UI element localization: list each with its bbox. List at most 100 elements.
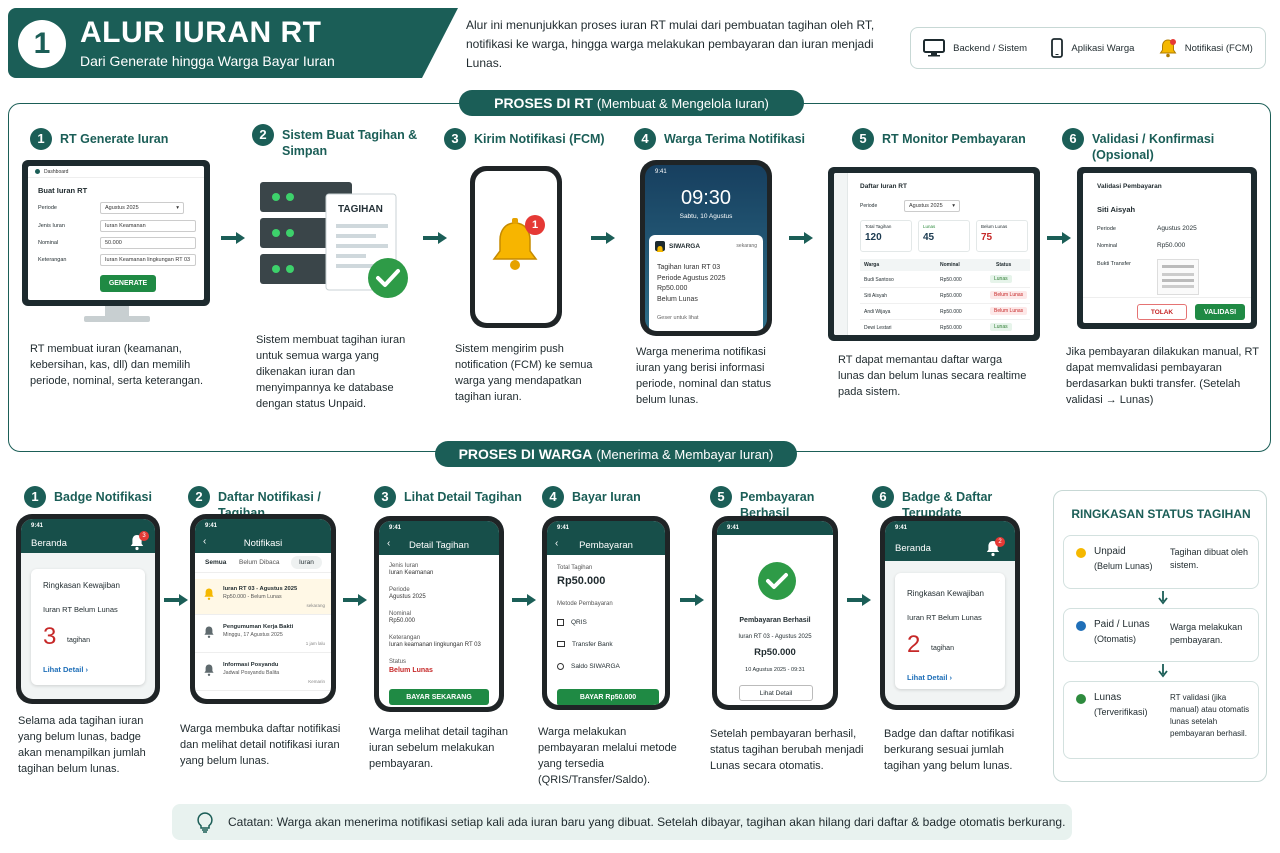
success-date: 10 Agustus 2025 - 09:31 bbox=[745, 667, 805, 673]
bell-icon bbox=[204, 588, 214, 600]
wallet-icon bbox=[557, 663, 564, 670]
notif-line: Belum Lunas bbox=[657, 295, 698, 303]
chevron-right-icon: › bbox=[85, 665, 89, 674]
status-dot bbox=[1076, 694, 1086, 704]
periode-select[interactable]: Agustus 2025▾ bbox=[100, 202, 184, 214]
status-dot bbox=[1076, 621, 1086, 631]
tab-belum-dibaca[interactable]: Belum Dibaca bbox=[239, 559, 280, 566]
bell-icon bbox=[656, 246, 664, 252]
phone-icon bbox=[1051, 38, 1064, 58]
card-title: Ringkasan Kewajiban bbox=[907, 589, 984, 598]
qr-icon bbox=[557, 619, 564, 626]
notif-line: Rp50.000 bbox=[657, 285, 688, 292]
method-saldo[interactable]: Saldo SIWARGA bbox=[557, 663, 620, 670]
sidebar bbox=[834, 173, 848, 335]
total-amount: Rp50.000 bbox=[557, 575, 606, 587]
chevron-right-icon: › bbox=[949, 673, 953, 682]
bayar-sekarang-button[interactable]: BAYAR SEKARANG bbox=[389, 689, 489, 705]
status-card-lunas: Lunas (Terverifikasi) RT validasi (jika … bbox=[1063, 681, 1259, 759]
rt-step-4-desc: Warga menerima notifikasi iuran yang ber… bbox=[636, 346, 772, 406]
arrow-right-icon bbox=[591, 232, 615, 244]
tab-semua[interactable]: Semua bbox=[205, 559, 227, 566]
nominal-input[interactable]: 50.000 bbox=[100, 237, 196, 249]
push-notification-card[interactable]: SIWARGA sekarang Tagihan Iuran RT 03 Per… bbox=[649, 235, 763, 331]
lihat-detail-button[interactable]: Lihat Detail bbox=[739, 685, 813, 701]
phone-notifikasi-list: 9:41‹Notifikasi Semua Belum Dibaca Iuran… bbox=[190, 514, 336, 704]
warga-step-2-desc: Warga membuka daftar notifikasi dan meli… bbox=[180, 723, 341, 767]
back-icon[interactable]: ‹ bbox=[203, 536, 207, 547]
app-name: Dashboard bbox=[28, 166, 204, 178]
status-badge: Belum Lunas bbox=[990, 291, 1028, 299]
notification-badge: 1 bbox=[525, 215, 545, 235]
success-sub: Iuran RT 03 - Agustus 2025 bbox=[738, 634, 812, 640]
lihat-detail-link[interactable]: Lihat Detail › bbox=[43, 665, 89, 674]
rt-step-6-desc: Jika pembayaran dilakukan manual, RT dap… bbox=[1066, 346, 1259, 406]
monitor-stand bbox=[105, 306, 129, 316]
field-value: Agustus 2025 bbox=[1157, 225, 1197, 232]
success-title: Pembayaran Berhasil bbox=[739, 617, 811, 624]
rt-step-2-desc: Sistem membuat tagihan iuran untuk semua… bbox=[256, 334, 406, 410]
keterangan-input[interactable]: Iuran Keamanan lingkungan RT 03 bbox=[100, 254, 196, 266]
method-transfer[interactable]: Transfer Bank bbox=[557, 641, 613, 648]
arrow-right-icon bbox=[1047, 232, 1071, 244]
status-card-paid: Paid / Lunas (Otomatis) Warga melakukan … bbox=[1063, 608, 1259, 662]
periode-select[interactable]: Agustus 2025▾ bbox=[904, 200, 960, 212]
note-text: Catatan: Warga akan menerima notifikasi … bbox=[228, 815, 1066, 829]
status-value: Belum Lunas bbox=[389, 667, 433, 674]
arrow-right-icon bbox=[423, 232, 447, 244]
count-unit: tagihan bbox=[67, 637, 90, 644]
summary-card[interactable]: Ringkasan Kewajiban Iuran RT Belum Lunas… bbox=[895, 573, 1005, 689]
tab-iuran[interactable]: Iuran bbox=[291, 556, 322, 569]
reject-button[interactable]: TOLAK bbox=[1137, 304, 1187, 320]
period-label: Periode bbox=[860, 203, 878, 209]
app-logo bbox=[35, 169, 40, 174]
field-label: Periode bbox=[1097, 226, 1116, 232]
phone-pembayaran-berhasil: 9:41 Pembayaran Berhasil Iuran RT 03 - A… bbox=[712, 516, 838, 710]
card-title: Ringkasan Kewajiban bbox=[43, 581, 120, 590]
unpaid-count: 2 bbox=[907, 631, 921, 658]
bayar-button[interactable]: BAYAR Rp50.000 bbox=[557, 689, 659, 705]
generate-button[interactable]: GENERATE bbox=[100, 275, 156, 292]
arrow-right-icon bbox=[512, 594, 536, 606]
back-icon[interactable]: ‹ bbox=[555, 538, 559, 549]
notif-line: Tagihan Iuran RT 03 bbox=[657, 264, 721, 271]
footer-note: Catatan: Warga akan menerima notifikasi … bbox=[172, 804, 1072, 840]
tagihan-doc-title: TAGIHAN bbox=[338, 204, 383, 215]
status-badge: Lunas bbox=[990, 323, 1012, 331]
warga-step-3-desc: Warga melihat detail tagihan iuran sebel… bbox=[369, 726, 509, 770]
page-title: ALUR IURAN RT bbox=[80, 16, 322, 49]
lihat-detail-link[interactable]: Lihat Detail › bbox=[907, 673, 953, 682]
method-qris[interactable]: QRIS bbox=[557, 619, 587, 626]
summary-card[interactable]: Ringkasan Kewajiban Iuran RT Belum Lunas… bbox=[31, 569, 145, 685]
validate-button[interactable]: VALIDASI bbox=[1195, 304, 1245, 320]
warga-section-title: PROSES DI WARGA(Menerima & Membayar Iura… bbox=[435, 441, 797, 467]
bell-icon bbox=[1159, 39, 1177, 58]
notification-badge: 3 bbox=[139, 531, 149, 541]
lock-date: Sabtu, 10 Agustus bbox=[679, 213, 733, 220]
notif-app-name: SIWARGA bbox=[669, 243, 701, 250]
transfer-proof-image[interactable] bbox=[1157, 259, 1199, 295]
success-amount: Rp50.000 bbox=[754, 647, 796, 658]
back-icon[interactable]: ‹ bbox=[387, 538, 391, 549]
warga-step-5-desc: Setelah pembayaran berhasil, status tagi… bbox=[710, 728, 864, 772]
card-subtitle: Iuran RT Belum Lunas bbox=[43, 605, 118, 614]
jenis-iuran-input[interactable]: Iuran Keamanan bbox=[100, 220, 196, 232]
